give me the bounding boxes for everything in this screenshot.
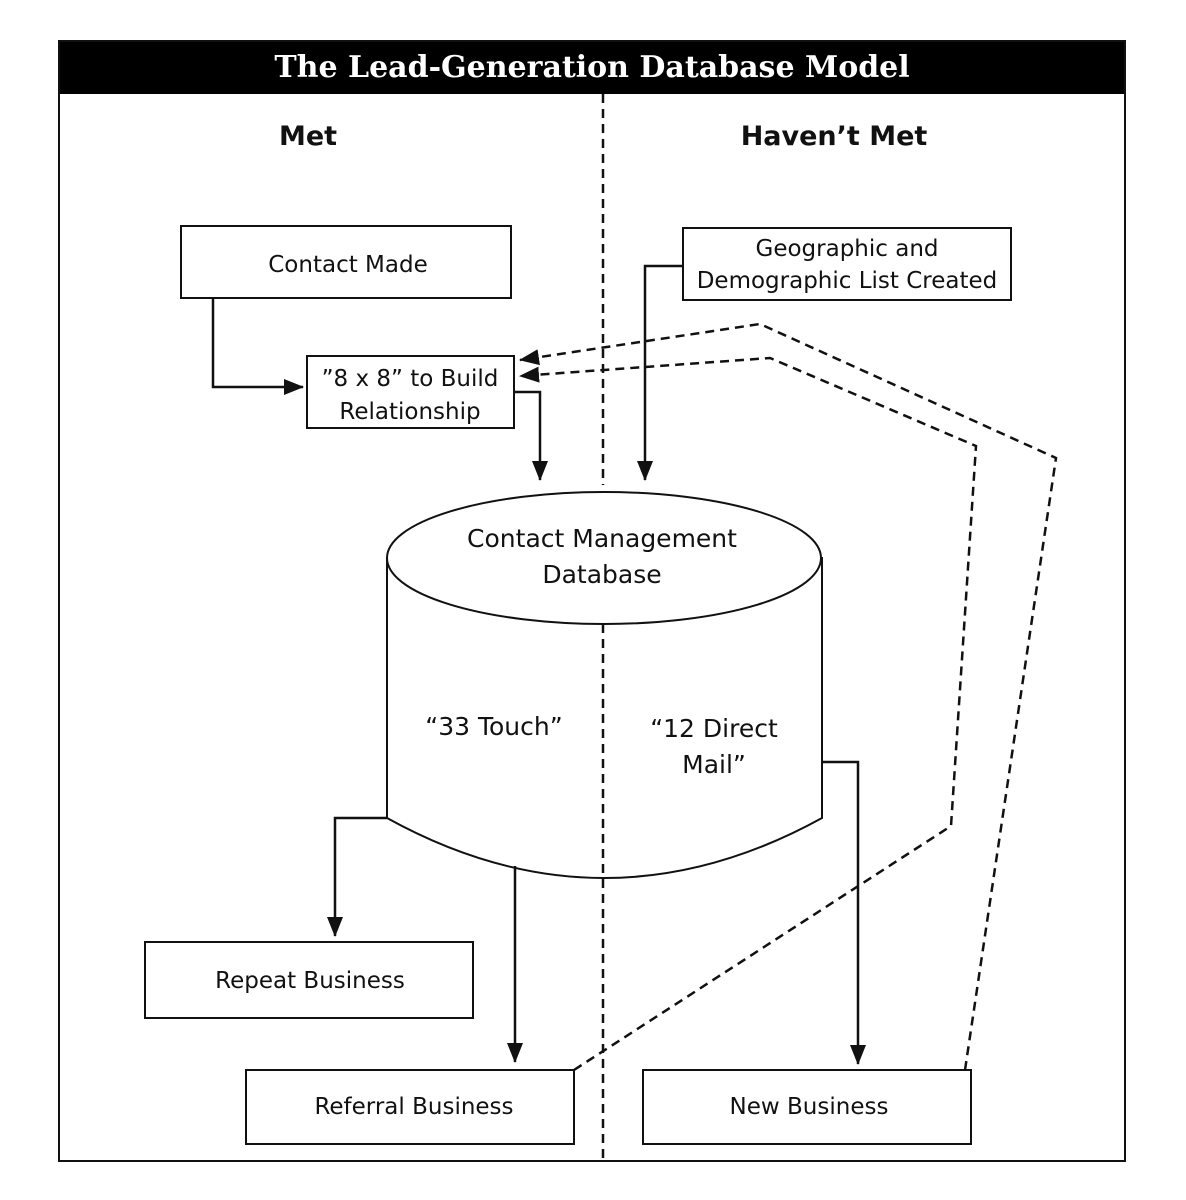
database-label-line1: Contact Management [467, 524, 737, 553]
contact-made-label: Contact Made [268, 252, 427, 278]
geo-list-label-line1: Geographic and [756, 236, 939, 262]
arrow-geo-to-database [637, 264, 683, 481]
feedback-referral-to-8x8 [519, 356, 978, 1072]
repeat-business-box [144, 941, 474, 1019]
database-cylinder-body [386, 557, 823, 879]
referral-business-box [245, 1069, 575, 1145]
referral-business-label: Referral Business [314, 1094, 513, 1120]
column-heading-met: Met [279, 121, 337, 152]
geo-list-label-line2: Demographic List Created [697, 268, 998, 294]
repeat-business-label: Repeat Business [215, 968, 405, 994]
direct-mail-label-line2: Mail” [682, 750, 746, 779]
eight-by-eight-label-line1: ”8 x 8” to Build [322, 366, 499, 392]
new-business-label: New Business [730, 1094, 889, 1120]
column-heading-havent-met: Haven’t Met [741, 121, 928, 152]
arrow-database-to-new [822, 760, 866, 1065]
arrow-8x8-to-database [514, 390, 548, 481]
arrow-database-to-repeat [327, 816, 387, 937]
direct-mail-label-line1: “12 Direct [650, 714, 778, 743]
contact-made-box [180, 225, 512, 299]
geo-list-box [682, 227, 1012, 301]
touch33-label: “33 Touch” [425, 712, 562, 741]
eight-by-eight-label-line2: Relationship [339, 399, 480, 425]
arrow-contact-to-8x8 [211, 298, 304, 395]
database-label-line2: Database [542, 560, 661, 589]
new-business-box [642, 1069, 972, 1145]
feedback-new-to-8x8 [519, 322, 1058, 1071]
diagram-title: The Lead-Generation Database Model [60, 42, 1124, 94]
database-cylinder-top [386, 491, 822, 625]
